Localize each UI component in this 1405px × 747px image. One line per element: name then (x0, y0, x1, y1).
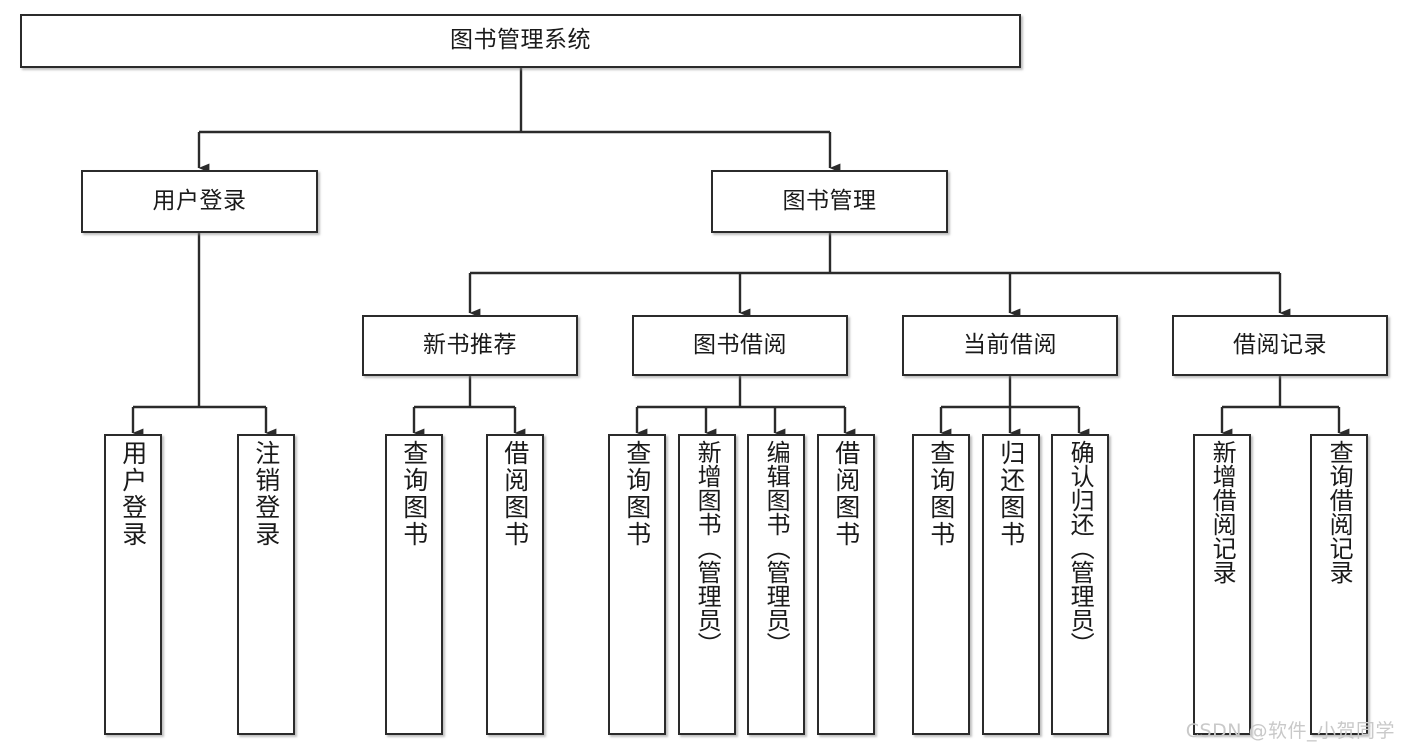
node-user-login[interactable]: 用户登录 (81, 170, 318, 233)
node-label: 查询借阅记录 (1325, 440, 1354, 584)
leaf-current-borrow-confirm[interactable]: 确认归还（管理员） (1051, 434, 1109, 735)
edge-current-borrow-to-leaves (939, 376, 1090, 438)
node-label: 编辑图书（管理员） (762, 440, 791, 656)
node-label: 新增图书（管理员） (693, 440, 722, 656)
node-label: 借阅记录 (1233, 331, 1327, 358)
edge-new-book-to-leaves (412, 376, 526, 438)
leaf-borrow-record-query[interactable]: 查询借阅记录 (1310, 434, 1368, 735)
leaf-book-borrow-add[interactable]: 新增图书（管理员） (678, 434, 736, 735)
node-label: 查询图书 (926, 440, 956, 548)
node-label: 借阅图书 (500, 440, 530, 548)
node-book-borrow[interactable]: 图书借阅 (632, 315, 848, 376)
node-new-book-recommend[interactable]: 新书推荐 (362, 315, 578, 376)
edge-book-manage-to-level2 (468, 233, 1291, 318)
node-label: 当前借阅 (963, 331, 1057, 358)
node-label: 确认归还（管理员） (1066, 440, 1095, 656)
node-label: 用户登录 (118, 440, 148, 548)
edge-root-to-level1 (197, 68, 841, 173)
node-label: 新书推荐 (423, 331, 517, 358)
leaf-current-borrow-return[interactable]: 归还图书 (982, 434, 1040, 735)
leaf-book-borrow-edit[interactable]: 编辑图书（管理员） (747, 434, 805, 735)
node-label: 查询图书 (622, 440, 652, 548)
node-book-management[interactable]: 图书管理 (711, 170, 948, 233)
leaf-user-login-logout[interactable]: 注销登录 (237, 434, 295, 735)
node-current-borrow[interactable]: 当前借阅 (902, 315, 1118, 376)
edge-book-borrow-to-leaves (635, 376, 856, 438)
watermark-text: CSDN @软件_小贺同学 (1185, 720, 1395, 742)
leaf-book-borrow-borrow[interactable]: 借阅图书 (817, 434, 875, 735)
node-label: 图书管理系统 (450, 27, 591, 54)
leaf-new-book-query[interactable]: 查询图书 (385, 434, 443, 735)
leaf-book-borrow-query[interactable]: 查询图书 (608, 434, 666, 735)
node-borrow-record[interactable]: 借阅记录 (1172, 315, 1388, 376)
node-label: 新增借阅记录 (1208, 440, 1237, 584)
node-label: 图书借阅 (693, 331, 787, 358)
leaf-new-book-borrow[interactable]: 借阅图书 (486, 434, 544, 735)
node-label: 归还图书 (996, 440, 1026, 548)
node-root-system[interactable]: 图书管理系统 (20, 14, 1021, 68)
leaf-user-login-login[interactable]: 用户登录 (104, 434, 162, 735)
node-label: 借阅图书 (831, 440, 861, 548)
node-label: 注销登录 (251, 440, 281, 548)
edge-user-login-to-leaves (131, 233, 277, 438)
node-label: 用户登录 (152, 187, 247, 214)
leaf-borrow-record-add[interactable]: 新增借阅记录 (1193, 434, 1251, 735)
node-label: 图书管理 (782, 187, 877, 214)
leaf-current-borrow-query[interactable]: 查询图书 (912, 434, 970, 735)
edge-borrow-record-to-leaves (1220, 376, 1350, 438)
node-label: 查询图书 (399, 440, 429, 548)
